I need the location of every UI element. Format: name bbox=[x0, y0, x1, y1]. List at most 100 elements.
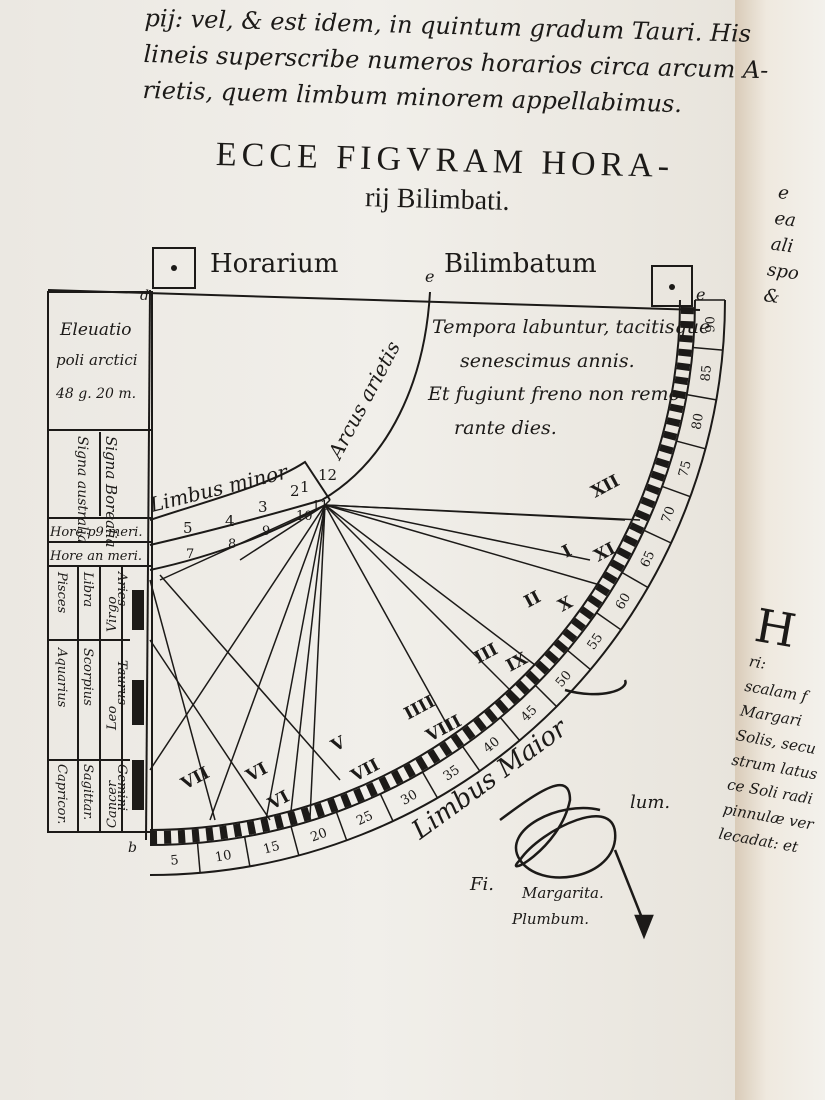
plumb-margarita: Margarita. bbox=[521, 884, 604, 902]
degree-scale-tick bbox=[494, 699, 509, 714]
motto-line: Tempora labuntur, tacitisque bbox=[432, 316, 710, 338]
degree-scale-tick bbox=[629, 522, 645, 535]
degree-scale-tick bbox=[635, 509, 650, 522]
degree-label: 90 bbox=[703, 316, 718, 333]
degree-divider bbox=[421, 771, 439, 799]
degree-divider bbox=[499, 717, 521, 741]
degree-label: 75 bbox=[676, 459, 695, 479]
degree-divider bbox=[335, 811, 348, 841]
degree-divider bbox=[686, 393, 717, 401]
degree-scale-tick bbox=[655, 457, 670, 469]
arcus-arietis-arc bbox=[321, 291, 431, 501]
degree-scale-tick bbox=[163, 830, 172, 844]
degree-scale-tick bbox=[669, 403, 684, 414]
plumb-plumbum: Plumbum. bbox=[511, 910, 589, 928]
hour-numeral: I bbox=[559, 541, 575, 562]
degree-divider bbox=[661, 485, 691, 498]
top-edge bbox=[47, 289, 701, 311]
hour-line bbox=[324, 504, 521, 701]
text-fragment: & bbox=[762, 284, 782, 308]
degree-divider bbox=[196, 842, 201, 873]
elevatio-line: Eleuatio bbox=[59, 320, 132, 340]
title-horarium: Horarium bbox=[210, 249, 338, 279]
motto-line: rante dies. bbox=[454, 417, 557, 439]
degree-divider bbox=[534, 684, 558, 708]
hour-numeral: X bbox=[555, 592, 577, 616]
degree-scale-tick bbox=[672, 389, 687, 400]
degree-divider bbox=[596, 611, 622, 631]
degree-scale-tick bbox=[287, 811, 298, 826]
degree-scale-tick bbox=[535, 660, 550, 675]
limbus-minor-outer-arc bbox=[149, 460, 331, 521]
degree-scale-tick bbox=[587, 595, 603, 609]
degree-scale-tick bbox=[609, 559, 625, 572]
hour-line bbox=[264, 504, 326, 826]
limbus-maior-inner-arc bbox=[149, 299, 681, 831]
degree-label: 70 bbox=[659, 504, 679, 525]
limbus-minor-am-number: 7 bbox=[186, 547, 194, 562]
degree-label: 55 bbox=[585, 631, 607, 653]
limbus-minor-label: Limbus minor bbox=[146, 459, 291, 517]
corner-letter-b: b bbox=[128, 840, 137, 856]
degree-scale-tick bbox=[150, 830, 158, 844]
degree-scale-tick bbox=[650, 470, 666, 482]
degree-scale-tick bbox=[391, 769, 404, 785]
degree-scale-tick bbox=[674, 376, 689, 386]
hour-numeral: VII bbox=[347, 755, 383, 787]
hour-line bbox=[149, 579, 216, 821]
title-bilimbatum: Bilimbatum bbox=[444, 249, 597, 279]
plumb-line-flourish bbox=[499, 679, 654, 940]
hour-line bbox=[324, 504, 536, 666]
hour-line bbox=[149, 639, 271, 821]
zodiac-leo: Leo bbox=[105, 706, 120, 731]
hour-line bbox=[289, 504, 326, 821]
degree-label: 30 bbox=[398, 787, 420, 808]
elevatio-line: 48 g. 20 m. bbox=[55, 386, 136, 402]
zodiac-cancer: Cancer bbox=[105, 780, 120, 828]
zodiac-gemini: Gemini bbox=[114, 764, 129, 811]
sight-vane-left bbox=[152, 247, 196, 289]
motto-line: Et fugiunt freno non remo- bbox=[427, 383, 686, 405]
degree-divider bbox=[643, 529, 672, 544]
hour-numeral: V bbox=[327, 732, 350, 757]
degree-divider bbox=[290, 826, 300, 856]
horae-am-label: Hore an meri. bbox=[49, 549, 142, 564]
limbus-minor-pm-number: 2 bbox=[290, 482, 300, 500]
degree-scale-tick bbox=[327, 798, 339, 813]
sight-vane-right bbox=[651, 265, 693, 307]
zodiac-aries: Aries bbox=[114, 571, 129, 606]
signa-borealia-label: Signa Borealia bbox=[102, 436, 120, 548]
degree-divider bbox=[461, 746, 481, 772]
degree-label: 35 bbox=[441, 763, 463, 785]
limbus-minor-pm-number: 4 bbox=[225, 512, 235, 530]
hour-numeral: III bbox=[471, 640, 501, 669]
zodiac-scorpius: Scorpius bbox=[80, 648, 95, 706]
hour-line bbox=[149, 504, 326, 771]
limbus-minor-pm-number: 12 bbox=[318, 466, 337, 484]
zodiac-sagittarius: Sagittar. bbox=[80, 764, 95, 820]
degree-label: 5 bbox=[170, 853, 180, 869]
limbus-minor-pm-number: 5 bbox=[183, 519, 193, 537]
limbus-minor-middle-arc bbox=[149, 499, 323, 546]
degree-scale-tick bbox=[246, 820, 257, 835]
degree-scale-tick bbox=[623, 534, 638, 547]
degree-scale-tick bbox=[595, 583, 611, 597]
degree-label: 80 bbox=[689, 412, 707, 431]
degree-scale-tick bbox=[678, 348, 692, 357]
zodiac-libra: Libra bbox=[80, 571, 95, 607]
zodiac-pisces: Pisces bbox=[54, 571, 69, 614]
degree-scale-tick bbox=[505, 689, 520, 705]
zodiac-aquarius: Aquarius bbox=[54, 647, 69, 708]
degree-label: 25 bbox=[354, 808, 375, 829]
limbus-minor-pm-number: 3 bbox=[258, 498, 268, 516]
degree-scale-tick bbox=[602, 571, 618, 585]
limbus-minor-pm-number: 1 bbox=[300, 478, 310, 496]
degree-label: 65 bbox=[638, 549, 659, 570]
degree-scale-tick bbox=[676, 362, 691, 372]
degree-scale-tick bbox=[525, 670, 540, 685]
degree-divider bbox=[567, 649, 591, 671]
degree-label: 10 bbox=[214, 848, 233, 866]
hour-line bbox=[239, 504, 326, 561]
degree-scale-tick bbox=[562, 628, 578, 643]
degree-scale-tick bbox=[679, 334, 693, 343]
